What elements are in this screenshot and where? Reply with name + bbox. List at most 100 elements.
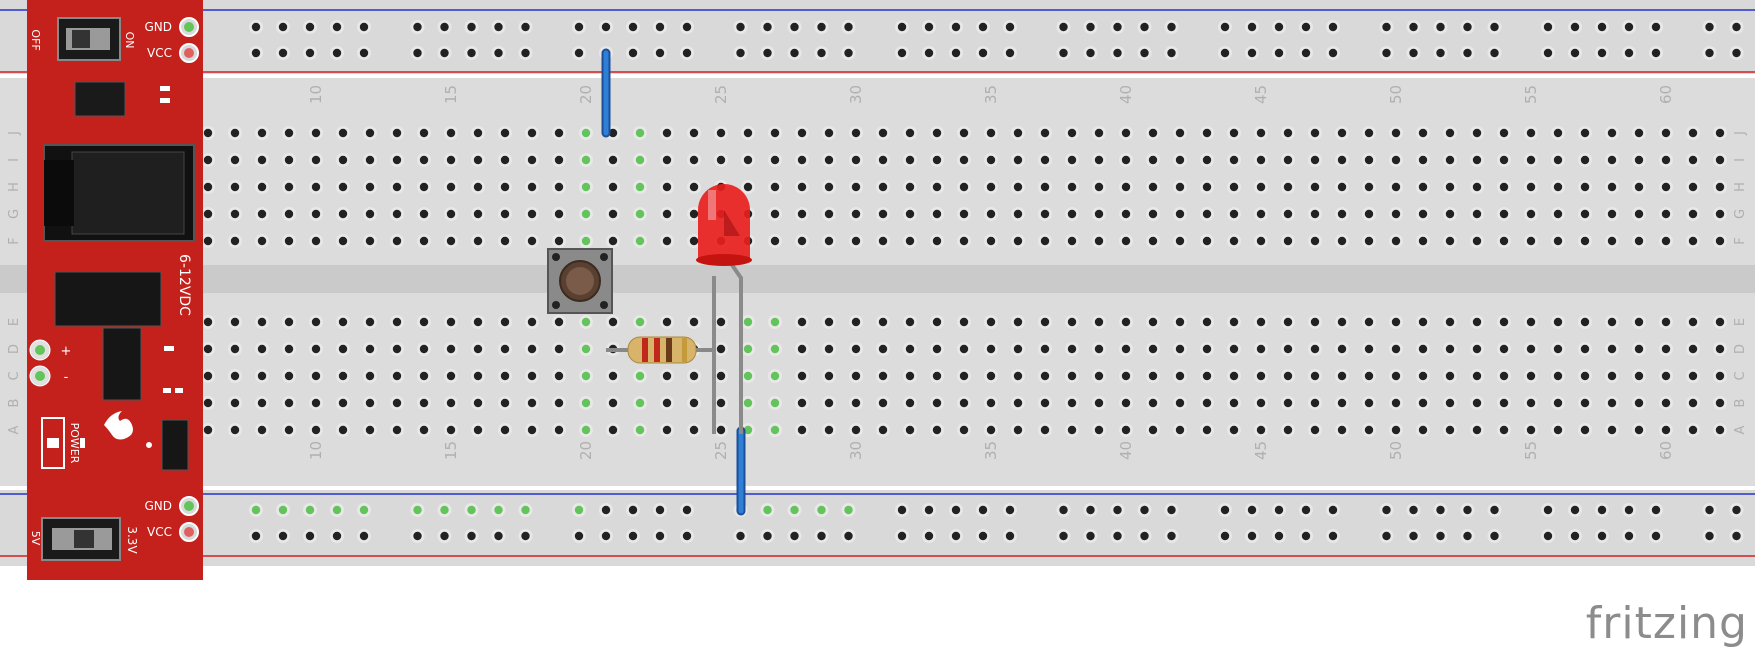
rail-hole[interactable] [249, 503, 263, 517]
breadboard-hole[interactable] [795, 180, 809, 194]
breadboard-hole[interactable] [525, 153, 539, 167]
breadboard-hole[interactable] [903, 180, 917, 194]
rail-hole[interactable] [787, 529, 802, 543]
rail-hole[interactable] [1595, 529, 1609, 543]
breadboard-hole[interactable] [201, 423, 215, 437]
rail-hole[interactable] [922, 20, 936, 34]
breadboard-hole[interactable] [1335, 423, 1349, 437]
breadboard-hole[interactable] [1308, 423, 1322, 437]
rail-hole[interactable] [249, 529, 263, 543]
breadboard-hole[interactable] [1146, 396, 1160, 410]
breadboard-hole[interactable] [1065, 234, 1079, 248]
breadboard-hole[interactable] [1362, 396, 1376, 410]
breadboard-hole[interactable] [201, 369, 215, 383]
breadboard-hole[interactable] [822, 315, 836, 329]
breadboard-hole[interactable] [1659, 153, 1673, 167]
breadboard-hole[interactable] [849, 369, 863, 383]
breadboard-hole[interactable] [1254, 207, 1268, 221]
breadboard-hole[interactable] [1524, 396, 1538, 410]
rail-hole[interactable] [1003, 20, 1017, 34]
breadboard-hole[interactable] [390, 423, 404, 437]
breadboard-hole[interactable] [1362, 126, 1376, 140]
rail-hole[interactable] [1406, 529, 1421, 543]
breadboard-hole[interactable] [525, 180, 539, 194]
breadboard-hole[interactable] [1497, 315, 1511, 329]
rail-hole[interactable] [1379, 20, 1394, 34]
breadboard-hole[interactable] [1578, 342, 1592, 356]
breadboard-hole[interactable] [1578, 153, 1592, 167]
breadboard-hole[interactable] [1632, 369, 1646, 383]
rail-hole[interactable] [1702, 20, 1717, 34]
rail-hole[interactable] [303, 503, 317, 517]
breadboard-hole[interactable] [1470, 315, 1484, 329]
breadboard-hole[interactable] [471, 423, 485, 437]
breadboard-hole[interactable] [1524, 234, 1538, 248]
breadboard-hole[interactable] [795, 369, 809, 383]
breadboard-hole[interactable] [1470, 342, 1484, 356]
rail-hole[interactable] [976, 529, 990, 543]
breadboard-hole[interactable] [1146, 153, 1160, 167]
breadboard-hole[interactable] [768, 207, 782, 221]
rail-hole[interactable] [1164, 46, 1179, 60]
breadboard-hole[interactable] [336, 369, 350, 383]
breadboard-hole[interactable] [1416, 369, 1430, 383]
breadboard-hole[interactable] [525, 342, 539, 356]
breadboard-hole[interactable] [957, 153, 971, 167]
breadboard-hole[interactable] [1119, 234, 1133, 248]
breadboard-hole[interactable] [633, 423, 647, 437]
breadboard-hole[interactable] [1389, 234, 1403, 248]
breadboard-hole[interactable] [1578, 180, 1592, 194]
breadboard-hole[interactable] [498, 315, 512, 329]
breadboard-hole[interactable] [471, 207, 485, 221]
rail-hole[interactable] [1568, 46, 1582, 60]
rail-hole[interactable] [1299, 529, 1313, 543]
breadboard-hole[interactable] [498, 126, 512, 140]
rail-hole[interactable] [410, 20, 425, 34]
rail-hole[interactable] [1299, 503, 1313, 517]
breadboard-hole[interactable] [687, 315, 701, 329]
breadboard-hole[interactable] [444, 396, 458, 410]
breadboard-hole[interactable] [1038, 126, 1052, 140]
breadboard-hole[interactable] [498, 423, 512, 437]
breadboard-hole[interactable] [768, 126, 782, 140]
breadboard-hole[interactable] [633, 315, 647, 329]
breadboard-hole[interactable] [1578, 207, 1592, 221]
breadboard-hole[interactable] [1416, 207, 1430, 221]
breadboard-hole[interactable] [1038, 396, 1052, 410]
breadboard-hole[interactable] [1551, 342, 1565, 356]
rail-hole[interactable] [653, 529, 667, 543]
breadboard-hole[interactable] [417, 180, 431, 194]
rail-hole[interactable] [1406, 46, 1421, 60]
breadboard-hole[interactable] [552, 396, 566, 410]
breadboard-hole[interactable] [579, 234, 593, 248]
breadboard-hole[interactable] [1524, 180, 1538, 194]
breadboard-hole[interactable] [903, 342, 917, 356]
breadboard-hole[interactable] [903, 234, 917, 248]
rail-hole[interactable] [410, 529, 425, 543]
rail-hole[interactable] [1083, 529, 1098, 543]
breadboard-hole[interactable] [1011, 180, 1025, 194]
rail-hole[interactable] [1649, 46, 1663, 60]
breadboard-hole[interactable] [1416, 315, 1430, 329]
breadboard-hole[interactable] [1551, 315, 1565, 329]
breadboard-hole[interactable] [1632, 126, 1646, 140]
red-led[interactable] [696, 184, 752, 434]
breadboard-hole[interactable] [984, 342, 998, 356]
rail-hole[interactable] [895, 46, 909, 60]
breadboard-hole[interactable] [1659, 342, 1673, 356]
rail-hole[interactable] [437, 46, 452, 60]
breadboard-hole[interactable] [768, 153, 782, 167]
breadboard-hole[interactable] [363, 126, 377, 140]
breadboard-hole[interactable] [1065, 180, 1079, 194]
breadboard-hole[interactable] [903, 153, 917, 167]
breadboard-hole[interactable] [687, 153, 701, 167]
rail-hole[interactable] [1003, 503, 1017, 517]
breadboard-hole[interactable] [1470, 153, 1484, 167]
breadboard-hole[interactable] [1065, 153, 1079, 167]
breadboard-hole[interactable] [1038, 234, 1052, 248]
breadboard-hole[interactable] [876, 423, 890, 437]
breadboard-hole[interactable] [1497, 126, 1511, 140]
rail-hole[interactable] [1218, 46, 1232, 60]
rail-hole[interactable] [760, 20, 775, 34]
breadboard-hole[interactable] [984, 180, 998, 194]
